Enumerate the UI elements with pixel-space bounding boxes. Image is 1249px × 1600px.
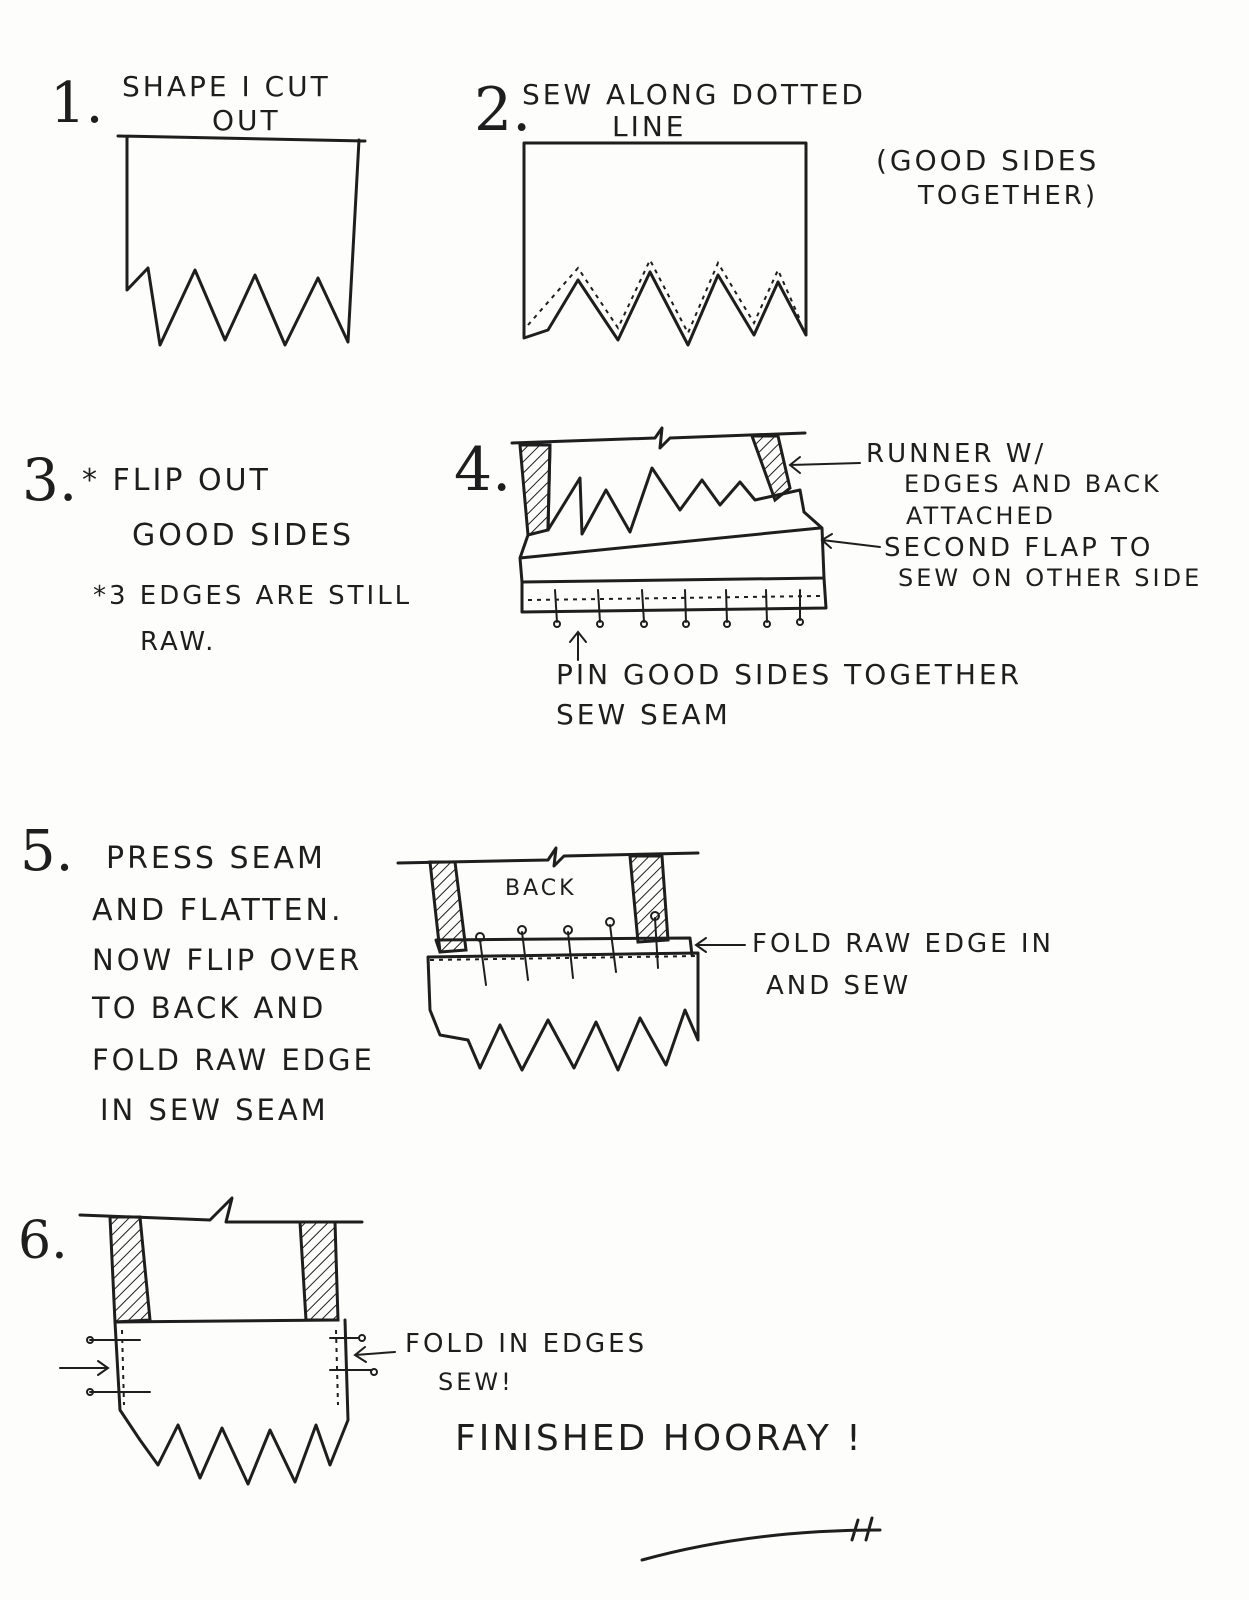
step-3-number: 3. (22, 446, 77, 514)
step-5-folded-shape (426, 936, 700, 1072)
step-3-line4: RAW. (140, 627, 216, 657)
step-4-pins (553, 589, 804, 628)
step-5-right-edge (628, 854, 670, 944)
step-6: 6. FOLD IN EDGES SEW! FINISHED HOORAY ! (18, 1196, 882, 1562)
step-6-label-2: SEW! (438, 1368, 514, 1396)
step-3-line3: *3 EDGES ARE STILL (93, 581, 412, 611)
step-4-runner-zigzag (546, 443, 806, 536)
step-2-number: 2. (474, 75, 531, 145)
step-1: 1. SHAPE I CUT OUT (50, 70, 367, 347)
step-6-side-seams (121, 1329, 339, 1406)
step-2-line2: LINE (612, 110, 687, 143)
step-6-right-edge (298, 1220, 340, 1322)
step-4-label-runner-3: ATTACHED (906, 502, 1056, 530)
step-2-note2: TOGETHER) (917, 181, 1098, 211)
step-1-line1: SHAPE I CUT (122, 70, 331, 103)
step-1-number: 1. (50, 71, 103, 136)
step-6-top-break-line (78, 1196, 364, 1224)
step-4-top-break-line (510, 426, 807, 450)
step-6-right-arrow (353, 1346, 396, 1363)
step-4-flap-arrow (820, 533, 881, 549)
step-4-caption-1: PIN GOOD SIDES TOGETHER (556, 658, 1022, 691)
step-4-caption-2: SEW SEAM (556, 698, 731, 731)
step-4-caption-arrow (569, 630, 587, 661)
step-5-line1: PRESS SEAM (106, 841, 326, 876)
step-6-number: 6. (18, 1211, 68, 1271)
step-1-line2: OUT (212, 104, 281, 137)
step-6-left-arrow (59, 1360, 110, 1376)
step-2-shape (522, 141, 808, 347)
step-6-finished-shape (113, 1318, 350, 1486)
step-5-line2: AND FLATTEN. (92, 893, 344, 928)
step-2: 2. SEW ALONG DOTTED LINE (GOOD SIDES TOG… (474, 75, 1099, 347)
step-4-runner-arrow (788, 456, 861, 474)
step-4-label-flap-1: SECOND FLAP TO (884, 533, 1153, 563)
step-2-dotted-line (527, 257, 802, 336)
step-4-left-edge (518, 443, 552, 537)
step-3: 3. * FLIP OUT GOOD SIDES *3 EDGES ARE ST… (22, 446, 412, 657)
step-6-signature-flourish (640, 1516, 882, 1562)
step-5-fold-label-2: AND SEW (766, 971, 911, 1001)
step-5: 5. PRESS SEAM AND FLATTEN. NOW FLIP OVER… (20, 819, 1054, 1127)
step-5-line4: TO BACK AND (91, 991, 326, 1025)
step-4-label-runner-1: RUNNER W/ (866, 439, 1046, 469)
step-5-left-edge (428, 860, 468, 954)
step-3-line2: GOOD SIDES (132, 518, 354, 553)
step-5-line3: NOW FLIP OVER (92, 943, 362, 977)
step-4: 4. RUNNER W/ EDGES AND BACK ATTACHED SEC… (454, 426, 1202, 731)
step-5-pins (475, 911, 660, 986)
step-4-number: 4. (454, 435, 511, 505)
step-5-top-break-line (396, 846, 700, 868)
step-5-line6: IN SEW SEAM (100, 1093, 329, 1127)
step-6-pins (86, 1334, 378, 1396)
step-4-seam-line (527, 595, 821, 601)
step-5-fold-label-1: FOLD RAW EDGE IN (752, 929, 1054, 959)
step-4-second-flap (518, 510, 826, 584)
step-2-line1: SEW ALONG DOTTED (522, 78, 866, 111)
step-2-note1: (GOOD SIDES (876, 144, 1099, 177)
step-5-back-label: BACK (505, 876, 577, 901)
step-5-line5: FOLD RAW EDGE (92, 1043, 375, 1077)
step-3-line1: * FLIP OUT (82, 463, 271, 498)
step-5-number: 5. (20, 819, 73, 884)
step-6-left-edge (108, 1215, 152, 1324)
step-4-flap-strip (520, 576, 828, 614)
step-1-shape (116, 134, 367, 347)
step-4-label-flap-2: SEW ON OTHER SIDE (898, 564, 1202, 592)
step-4-right-edge (749, 434, 792, 503)
step-6-finished-text: FINISHED HOORAY ! (455, 1418, 864, 1459)
step-6-label-1: FOLD IN EDGES (405, 1329, 647, 1359)
step-4-label-runner-2: EDGES AND BACK (904, 470, 1162, 498)
step-5-fold-arrow (694, 937, 746, 953)
